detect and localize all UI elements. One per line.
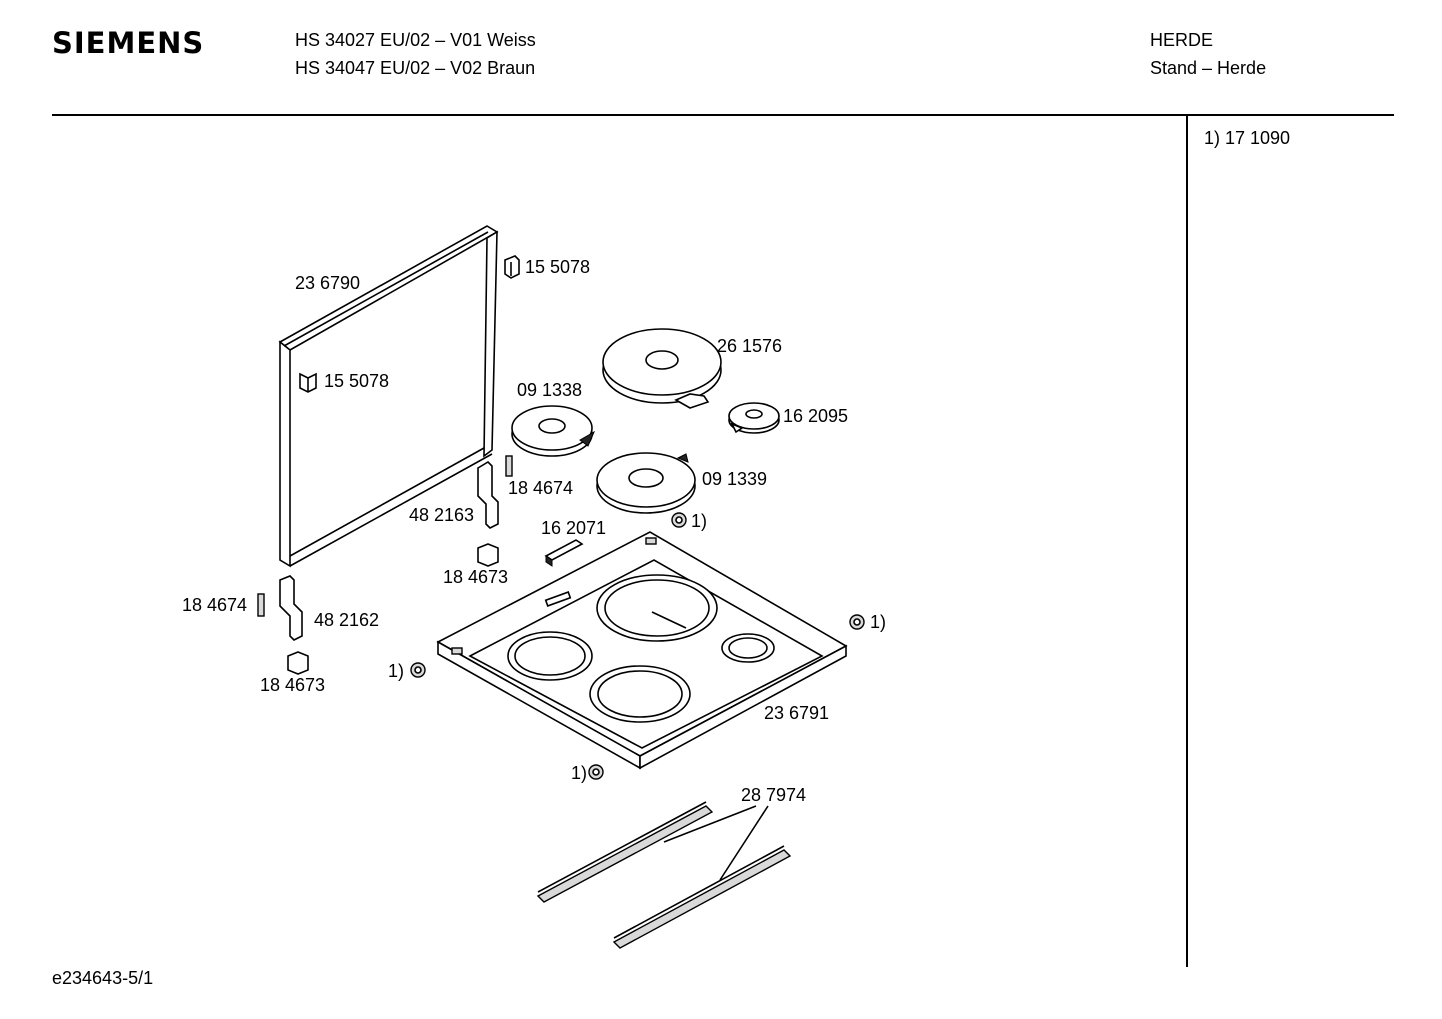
header-divider xyxy=(52,114,1394,116)
hinge-right[interactable] xyxy=(477,460,499,529)
label-clip-left: 15 5078 xyxy=(324,371,389,391)
label-hotplate-small-round: 16 2095 xyxy=(783,406,848,426)
label-hinge-left: 48 2162 xyxy=(314,610,379,630)
hotplate-small-round[interactable] xyxy=(728,402,780,434)
label-hinge-right: 48 2163 xyxy=(409,505,474,525)
hotplate-small-back[interactable] xyxy=(511,405,596,457)
clip-left[interactable] xyxy=(299,372,317,393)
side-note-1: 1) 17 1090 xyxy=(1204,128,1291,148)
label-clip-top: 15 5078 xyxy=(525,257,590,277)
nut-marker-c[interactable] xyxy=(410,662,426,678)
nut-marker-a[interactable] xyxy=(671,512,687,528)
label-holder-bar: 16 2071 xyxy=(541,518,606,538)
label-clip-left-bottom: 18 4673 xyxy=(260,675,325,695)
clip-left-bottom[interactable] xyxy=(287,651,309,675)
bracket-left-small[interactable] xyxy=(257,593,265,617)
model-line-1: HS 34027 EU/02 – V01 Weiss xyxy=(295,30,536,50)
label-note-marker-d: 1) xyxy=(571,763,587,783)
model-line-2: HS 34047 EU/02 – V02 Braun xyxy=(295,58,536,78)
clip-top[interactable] xyxy=(504,255,520,279)
brand-logo: SIEMENS xyxy=(52,26,205,60)
rails-leader xyxy=(663,805,769,881)
hinge-left[interactable] xyxy=(279,575,303,641)
label-hotplate-small-back: 09 1338 xyxy=(517,380,582,400)
category-subtitle: Stand – Herde xyxy=(1150,58,1267,78)
label-rails: 28 7974 xyxy=(741,785,806,805)
label-hotplate-front: 09 1339 xyxy=(702,469,767,489)
drawing-id: e234643-5/1 xyxy=(52,968,154,988)
hotplate-front[interactable] xyxy=(596,452,696,514)
notes-divider xyxy=(1186,116,1188,967)
label-bracket-left-small: 18 4674 xyxy=(182,595,247,615)
bracket-right-small[interactable] xyxy=(505,455,513,477)
back-panel[interactable] xyxy=(278,225,499,568)
cooktop-frame[interactable] xyxy=(436,531,848,770)
label-note-marker-b: 1) xyxy=(870,612,886,632)
rails[interactable] xyxy=(536,801,792,949)
clip-right[interactable] xyxy=(477,543,499,567)
label-bracket-right-small: 18 4674 xyxy=(508,478,573,498)
label-cooktop-frame: 23 6791 xyxy=(764,703,829,723)
nut-marker-b[interactable] xyxy=(849,614,865,630)
hotplate-large[interactable] xyxy=(602,328,722,409)
label-note-marker-a: 1) xyxy=(691,511,707,531)
label-clip-right: 18 4673 xyxy=(443,567,508,587)
label-back-panel: 23 6790 xyxy=(295,273,360,293)
holder-bar[interactable] xyxy=(544,539,584,567)
label-note-marker-c: 1) xyxy=(388,661,404,681)
category-title: HERDE xyxy=(1150,30,1214,50)
nut-marker-d[interactable] xyxy=(588,764,604,780)
label-hotplate-large: 26 1576 xyxy=(717,336,782,356)
